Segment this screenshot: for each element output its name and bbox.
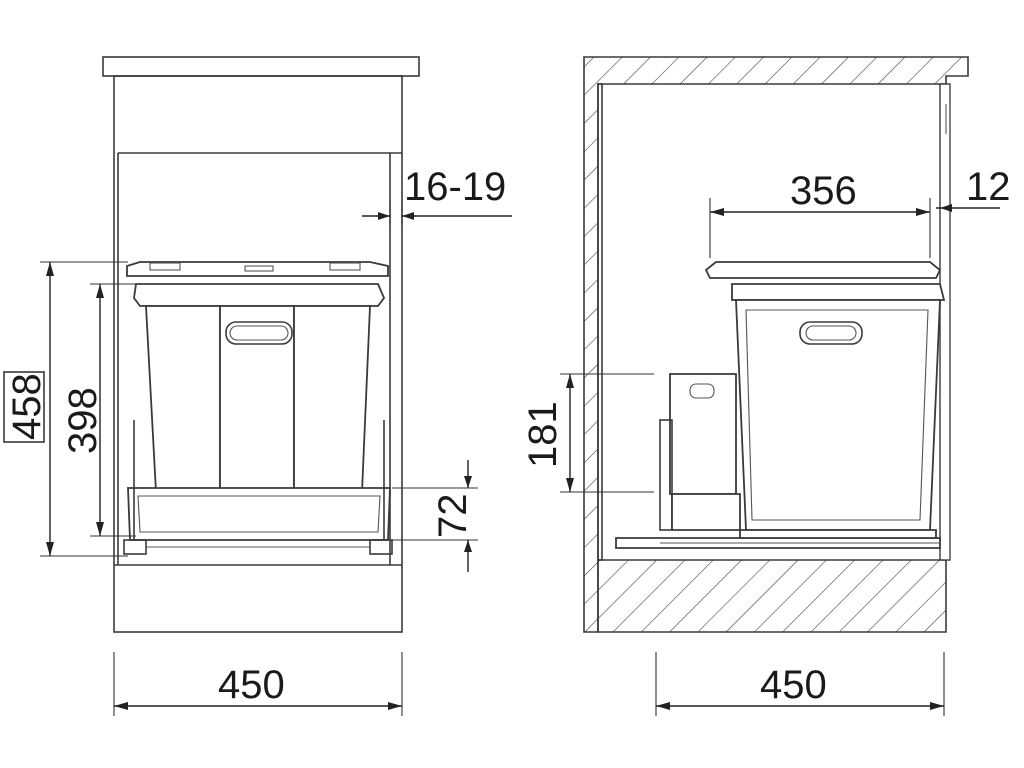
small-bin	[669, 373, 737, 495]
cabinet-body	[113, 75, 403, 633]
bin-handle	[225, 321, 293, 345]
large-bin-lid	[704, 261, 942, 279]
dim-label-total-height: 458	[5, 373, 49, 440]
dim-label-bin-depth: 356	[790, 169, 857, 213]
bin-rim	[133, 283, 386, 307]
frame-inner	[137, 495, 381, 533]
right-runner	[369, 539, 393, 555]
drawer-front-side	[597, 83, 603, 561]
large-bin-inner	[745, 309, 929, 521]
left-bin	[145, 305, 221, 493]
dim-label-top-gap: 16-19	[404, 165, 506, 209]
large-bin-handle	[799, 321, 863, 345]
dim-label-front-width: 450	[218, 663, 285, 707]
dim-box-458	[3, 371, 45, 443]
small-bin-bracket	[659, 419, 673, 531]
right-bin	[293, 305, 371, 493]
small-bin-handle	[689, 383, 715, 399]
lid-hinge-left	[149, 262, 181, 271]
front-view: 16-19 458 398 72 450	[3, 56, 512, 716]
large-bin	[735, 299, 941, 531]
small-bin-base	[671, 493, 741, 531]
large-bin-frame	[739, 529, 937, 539]
lid-latch	[244, 265, 274, 272]
dim-label-back-gap: 12	[966, 165, 1011, 209]
dim-label-side-width: 450	[760, 663, 827, 707]
bin-handle-inner	[229, 325, 289, 341]
lid	[126, 261, 389, 277]
large-bin-rim	[731, 283, 946, 301]
side-view: 356 12 181 450	[521, 56, 1011, 716]
left-runner	[123, 539, 147, 555]
dim-label-small-bin-height: 181	[521, 401, 565, 468]
middle-bin	[219, 305, 295, 493]
cabinet-base	[597, 559, 947, 633]
dim-label-bin-height: 398	[61, 387, 105, 454]
back-panel	[939, 83, 951, 561]
lid-hinge-right	[329, 262, 361, 271]
countertop	[102, 56, 420, 77]
dim-label-frame-height: 72	[431, 494, 475, 539]
